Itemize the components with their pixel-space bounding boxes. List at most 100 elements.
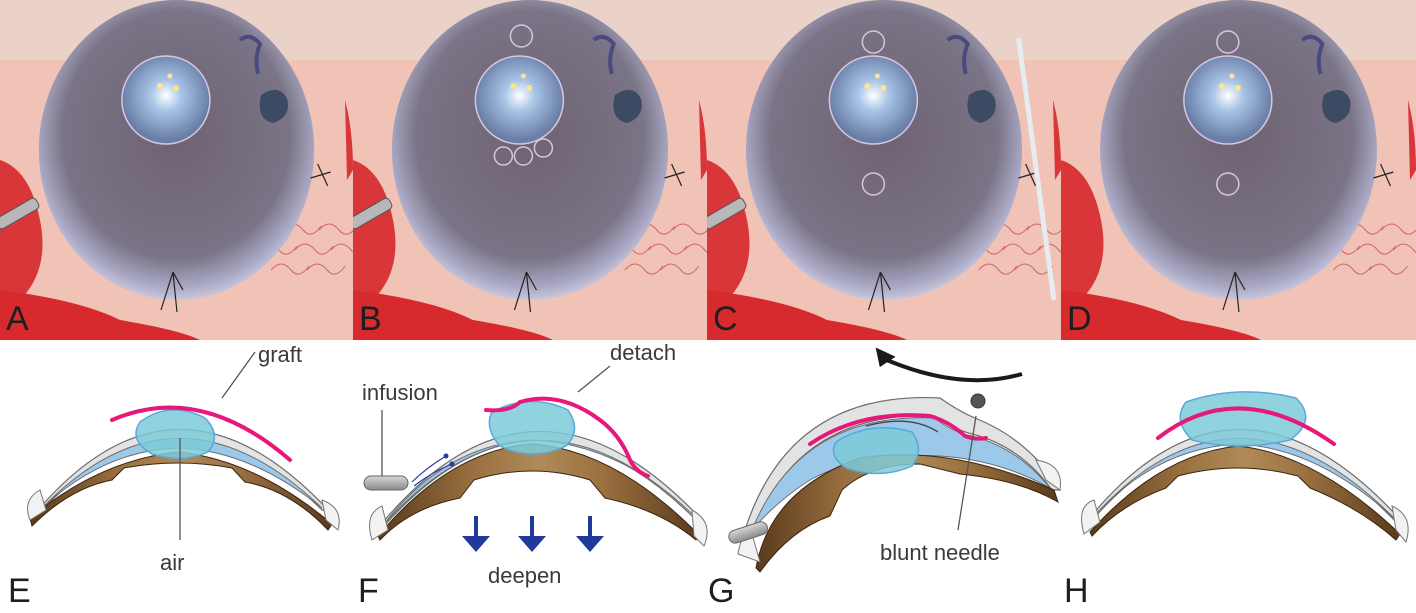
iris xyxy=(1089,445,1401,541)
light-reflex xyxy=(1234,85,1241,91)
graft-line xyxy=(808,413,988,446)
flow-dot xyxy=(449,461,455,467)
panel-label-h: H xyxy=(1064,572,1089,610)
iris-defect xyxy=(259,89,288,123)
photo-panel-b: B xyxy=(353,0,707,340)
eye-photo-a xyxy=(0,0,353,340)
vessel xyxy=(684,243,707,253)
iris-mark xyxy=(946,34,971,75)
keratoprosthesis-optic xyxy=(121,55,211,145)
infusion-cannula xyxy=(363,453,455,491)
air-bubble-ring xyxy=(513,146,534,166)
light-reflex xyxy=(1218,83,1225,89)
diagram-panel-e: graft air E xyxy=(8,342,340,610)
vessel xyxy=(1333,263,1372,275)
suture-bottom xyxy=(867,271,891,313)
air-bubble xyxy=(135,409,215,460)
vessel xyxy=(306,263,346,275)
iris-defect xyxy=(613,89,642,123)
photo-panel-c: C xyxy=(707,0,1061,340)
vessel xyxy=(672,223,707,235)
diagram-panel-f: infusion detach deepen F xyxy=(358,340,708,610)
light-reflex xyxy=(864,83,871,89)
blunt-needle xyxy=(1016,37,1057,301)
light-reflex xyxy=(874,73,880,79)
iris xyxy=(377,443,701,541)
infusion-cannula xyxy=(728,521,768,544)
vessel xyxy=(1393,243,1416,254)
down-arrow-icon xyxy=(518,516,546,552)
light-reflex xyxy=(156,83,163,89)
cornea xyxy=(745,0,1023,300)
air-bubble-ring xyxy=(861,30,886,54)
vessel xyxy=(978,263,1018,275)
light-reflex xyxy=(510,83,517,89)
cornea xyxy=(1100,0,1377,300)
light-reflex xyxy=(526,85,533,91)
detaching-graft-line xyxy=(484,396,650,478)
rotation-arrow-head-icon xyxy=(875,347,896,368)
blunt-needle-tip xyxy=(970,393,986,409)
photo-panel-d: D xyxy=(1061,0,1416,340)
suture-bottom xyxy=(160,271,184,313)
iris-defect xyxy=(1322,89,1351,123)
side-port-instrument xyxy=(707,197,747,230)
light-reflex xyxy=(880,85,887,91)
graft-line xyxy=(1156,406,1336,446)
graft-leader xyxy=(221,351,256,399)
air-bubble-ring xyxy=(533,138,554,158)
flow-line-1 xyxy=(411,455,447,483)
rotation-arrow-shaft xyxy=(881,356,1023,383)
suture-bottom xyxy=(1222,271,1246,313)
blunt-needle-annotation: blunt needle xyxy=(880,540,1000,565)
limbus-right xyxy=(321,499,340,531)
light-reflex xyxy=(172,85,179,91)
vessel xyxy=(270,263,310,275)
infusion-annotation: infusion xyxy=(362,380,438,405)
detach-leader xyxy=(577,365,611,393)
photo-panel-a: A xyxy=(0,0,353,340)
panel-label-e: E xyxy=(8,572,31,610)
limbus-right xyxy=(1391,505,1409,544)
hemorrhage-right xyxy=(345,100,353,180)
panel-label-a: A xyxy=(6,300,29,338)
light-reflex xyxy=(167,73,173,79)
vessel xyxy=(330,243,353,253)
hemorrhage-right xyxy=(1053,100,1061,180)
cornea xyxy=(744,396,1062,533)
keratoprosthesis-optic xyxy=(474,55,565,145)
vessel xyxy=(648,243,688,255)
iris-mark xyxy=(1301,34,1325,75)
eye-photo-d xyxy=(1061,0,1416,340)
side-port-instrument xyxy=(0,197,40,230)
iris-mark xyxy=(592,34,617,75)
suture-right xyxy=(310,163,331,187)
graft-annotation: graft xyxy=(258,342,302,367)
iris xyxy=(755,454,1059,573)
iris-mark xyxy=(238,34,263,75)
hemorrhage-bottom xyxy=(0,290,200,340)
air-bubble-ring xyxy=(493,146,514,166)
light-reflex xyxy=(520,73,526,79)
vessel xyxy=(318,223,353,235)
schematic-diagrams: graft air E infusion detach deepen F xyxy=(8,340,1409,610)
hemorrhage-bottom xyxy=(1061,290,1261,340)
suture-bottom xyxy=(513,271,537,313)
limbus-right xyxy=(691,509,708,547)
vessel xyxy=(294,243,334,255)
down-arrow-icon xyxy=(576,516,604,552)
diagram-panel-g: blunt needle G xyxy=(708,347,1062,610)
cannula-tube xyxy=(363,475,409,491)
air-bubble-ring xyxy=(1216,172,1240,196)
vessel xyxy=(1357,243,1396,255)
hemorrhage-bottom xyxy=(707,290,907,340)
flow-line-2 xyxy=(413,463,453,487)
vessel xyxy=(1381,223,1416,235)
limbus-right xyxy=(1035,459,1061,491)
panel-label-d: D xyxy=(1067,300,1092,338)
air-bubble-ring xyxy=(1216,30,1240,54)
graft-line xyxy=(110,405,292,462)
air-bubble-ring xyxy=(509,24,534,48)
iris-defect xyxy=(967,89,996,123)
vessel xyxy=(1369,263,1408,275)
